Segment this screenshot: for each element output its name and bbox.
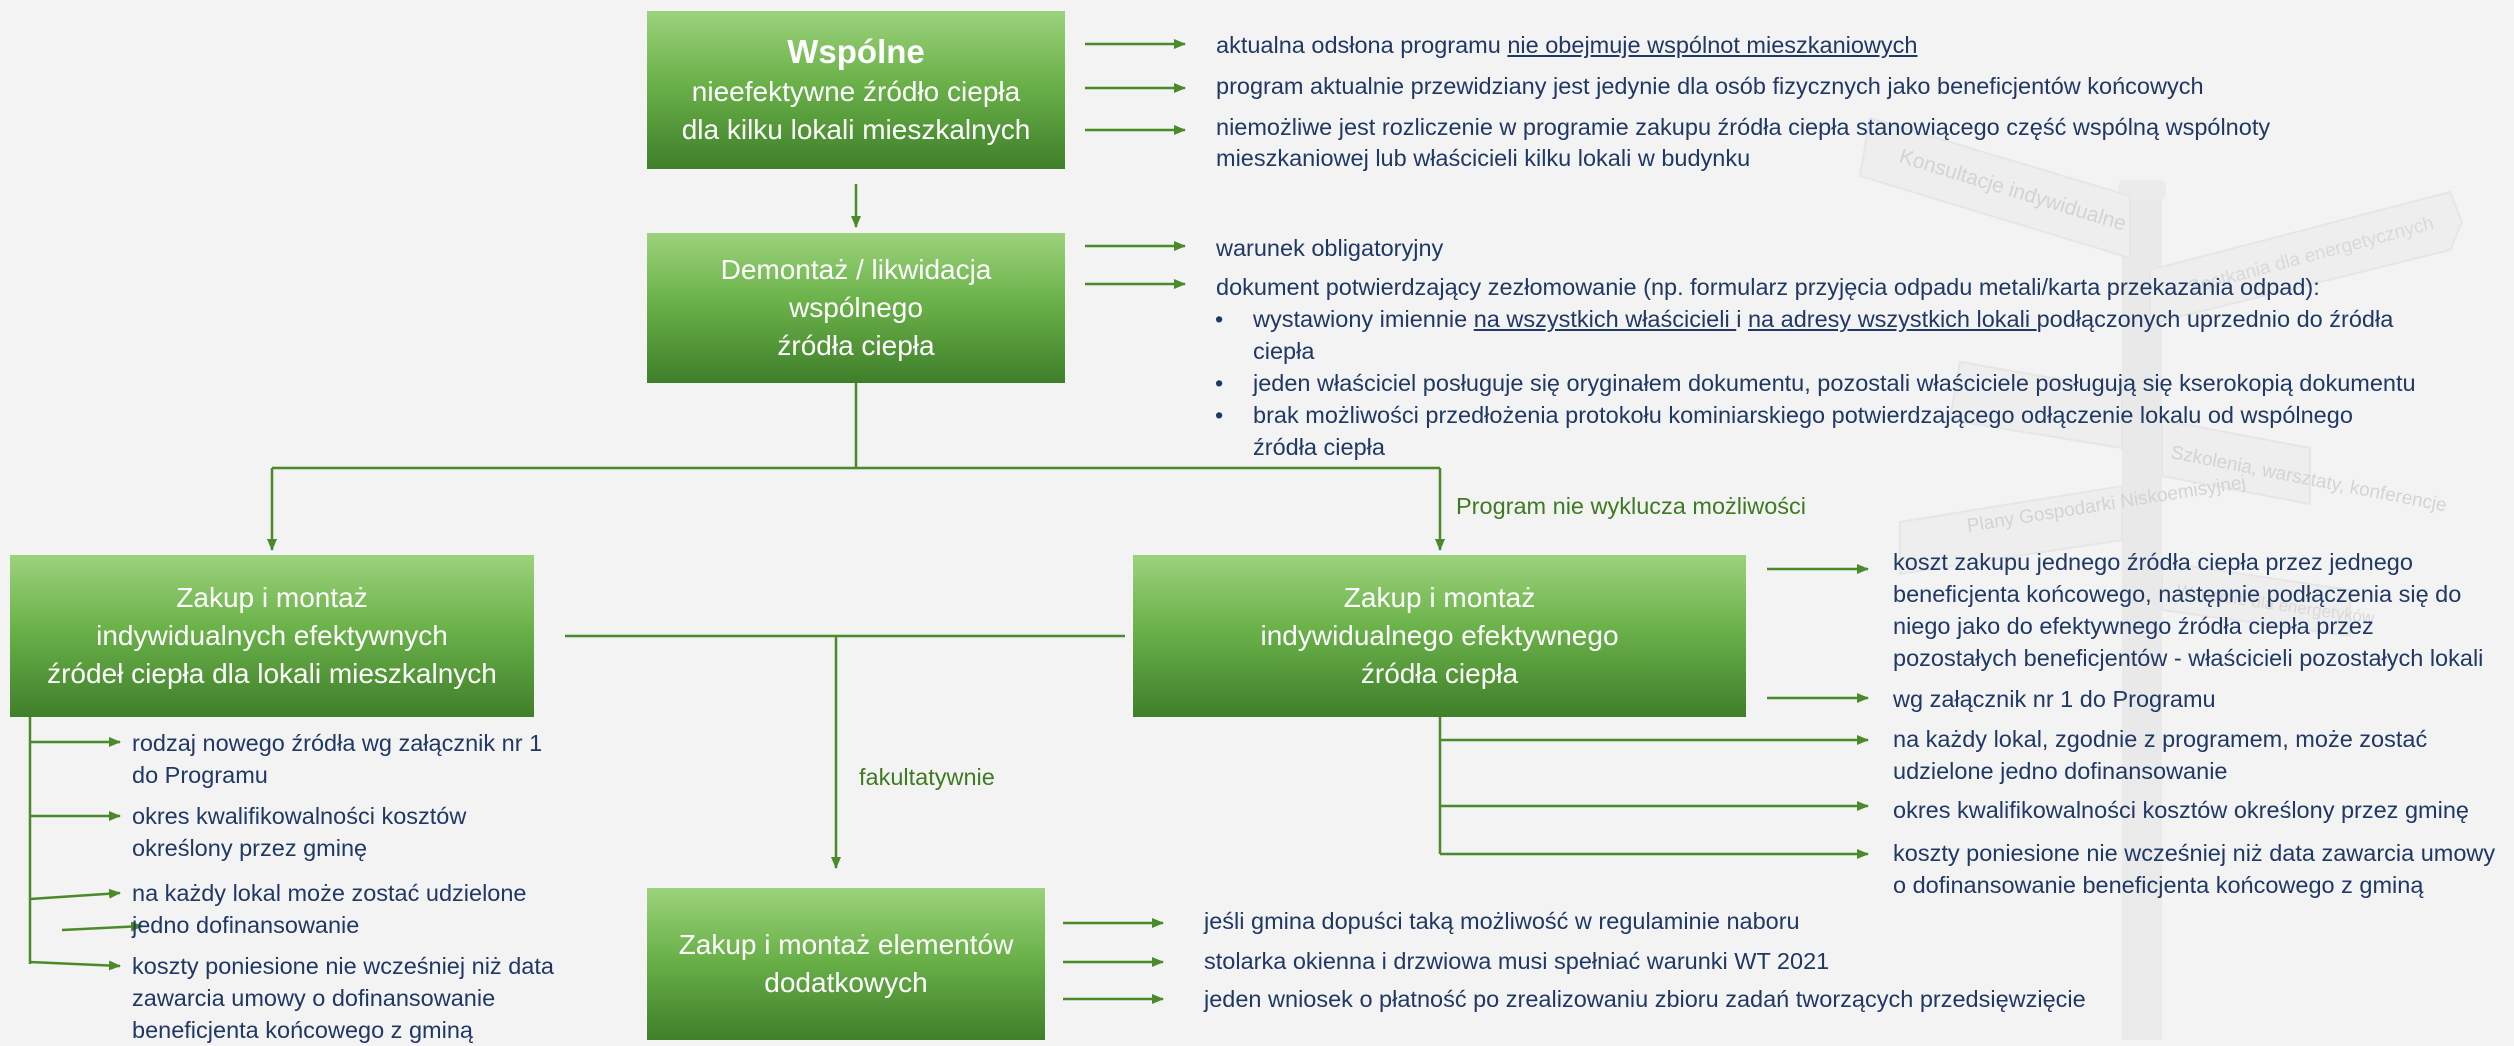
- note-wspolne-1-underlined: nie obejmuje wspólnot mieszkaniowych: [1507, 32, 1918, 58]
- note-bottom-1: jeśli gmina dopuści taką możliwość w reg…: [1204, 908, 1800, 934]
- box-right-line2: indywidualnego efektywnego: [1260, 620, 1619, 651]
- bullet-1-text-b: i: [1736, 306, 1748, 332]
- box-right-line1: Zakup i montaż: [1343, 582, 1536, 613]
- box-bottom-line1: Zakup i montaż elementów: [678, 929, 1014, 960]
- box-right-individual: Zakup i montaż indywidualnego efektywneg…: [1133, 555, 1746, 717]
- box-wspolne: Wspólne nieefektywne źródło ciepła dla k…: [647, 11, 1065, 169]
- note-right-2: wg załącznik nr 1 do Programu: [1893, 686, 2216, 712]
- bullet-dot: •: [1215, 306, 1224, 332]
- bullet-1-text-d: ciepła: [1253, 338, 1315, 364]
- box-demontaz: Demontaż / likwidacja wspólnego źródła c…: [647, 233, 1065, 383]
- note-left-4-line2: zawarcia umowy o dofinansowanie: [132, 985, 496, 1011]
- note-demontaz-2: dokument potwierdzający zezłomowanie (np…: [1216, 274, 2320, 300]
- sign-board-5: [1899, 484, 2123, 576]
- box-right-line3: źródła ciepła: [1360, 658, 1519, 689]
- note-right-3: na każdy lokal, zgodnie z programem, moż…: [1893, 723, 2427, 787]
- box-wspolne-line2: dla kilku lokali mieszkalnych: [681, 114, 1031, 145]
- note-right-3-line2: udzielone jedno dofinansowanie: [1893, 758, 2228, 784]
- note-wspolne-1-text: aktualna odsłona programu: [1216, 32, 1508, 58]
- note-right-5-line1: koszty poniesione nie wcześniej niż data…: [1893, 840, 2496, 866]
- arrow-left-n3b: [61, 921, 143, 932]
- bullet-dot: •: [1215, 370, 1224, 396]
- bullet-demontaz-2: • jeden właściciel posługuje się orygina…: [1215, 367, 2493, 399]
- bullet-1-text-c: podłączonych uprzednio do źródła: [2036, 306, 2394, 332]
- bullet-demontaz-1: • wystawiony imiennie na wszystkich właś…: [1215, 303, 2493, 367]
- note-left-4-line1: koszty poniesione nie wcześniej niż data: [132, 953, 554, 979]
- note-bottom-3: jeden wniosek o płatność po zrealizowani…: [1204, 986, 2086, 1012]
- note-bottom-2: stolarka okienna i drzwiowa musi spełnia…: [1204, 948, 1830, 974]
- note-right-1-line4: pozostałych beneficjentów - właścicieli …: [1893, 645, 2484, 671]
- bullet-3-text-a: brak możliwości przedłożenia protokołu k…: [1253, 402, 2353, 428]
- note-right-1: koszt zakupu jednego źródła ciepła przez…: [1893, 546, 2483, 674]
- box-left-line1: Zakup i montaż: [176, 582, 368, 613]
- bullet-1-text-a: wystawiony imiennie: [1253, 306, 1474, 332]
- bullet-1-underlined-2: na adresy wszystkich lokali: [1747, 306, 2037, 332]
- bullet-demontaz-3: • brak możliwości przedłożenia protokołu…: [1215, 399, 2493, 463]
- note-left-4: koszty poniesione nie wcześniej niż data…: [132, 950, 554, 1046]
- box-demontaz-line2: wspólnego: [789, 292, 923, 323]
- note-wspolne-3a: niemożliwe jest rozliczenie w programie …: [1216, 114, 2271, 140]
- note-right-1-line1: koszt zakupu jednego źródła ciepła przez…: [1893, 549, 2413, 575]
- label-fakultatywnie: fakultatywnie: [859, 764, 995, 790]
- note-left-1: rodzaj nowego źródła wg załącznik nr 1 d…: [132, 727, 542, 791]
- arrow-left-n4: [29, 960, 121, 971]
- box-bottom-line2: dodatkowych: [764, 967, 928, 998]
- note-left-1-line1: rodzaj nowego źródła wg załącznik nr 1: [132, 730, 543, 756]
- note-right-5-line2: o dofinansowanie beneficjenta końcowego …: [1893, 872, 2424, 898]
- note-right-1-line2: beneficjenta końcowego, następnie podłąc…: [1893, 581, 2462, 607]
- note-wspolne-2: program aktualnie przewidziany jest jedy…: [1216, 73, 2204, 99]
- note-left-1-line2: do Programu: [132, 762, 268, 788]
- note-left-3-line2: jedno dofinansowanie: [132, 912, 360, 938]
- note-wspolne-1: aktualna odsłona programu nie obejmuje w…: [1216, 29, 1918, 61]
- note-right-3-line1: na każdy lokal, zgodnie z programem, moż…: [1893, 726, 2428, 752]
- sign-board-4: [2161, 418, 2311, 506]
- bullet-1-underlined-1: na wszystkich właścicieli: [1473, 306, 1737, 332]
- box-left-individual: Zakup i montaż indywidualnych efektywnyc…: [10, 555, 534, 717]
- note-right-4: okres kwalifikowalności kosztów określon…: [1893, 797, 2469, 823]
- label-program-nie-wyklucza: Program nie wyklucza możliwości: [1456, 493, 1806, 519]
- note-right-1-line3: niego jako do efektywnego źródła ciepła …: [1893, 613, 2374, 639]
- box-wspolne-title: Wspólne: [787, 33, 925, 70]
- box-bottom-additional: Zakup i montaż elementów dodatkowych: [647, 888, 1045, 1040]
- box-wspolne-line1: nieefektywne źródło ciepła: [691, 76, 1021, 107]
- note-right-5: koszty poniesione nie wcześniej niż data…: [1893, 837, 2495, 901]
- note-left-2-line1: okres kwalifikowalności kosztów: [132, 803, 467, 829]
- bullet-dot: •: [1215, 402, 1224, 428]
- bullet-2-text: jeden właściciel posługuje się oryginałe…: [1253, 370, 2416, 396]
- sign-board-1: [1858, 116, 2131, 260]
- sign-board-3: [1948, 360, 2123, 450]
- sign-board-6: [2161, 560, 2351, 638]
- box-demontaz-line1: Demontaż / likwidacja: [720, 254, 992, 285]
- arrow-left-n3: [29, 888, 121, 901]
- note-wspolne-3b: mieszkaniowej lub właścicieli kilku loka…: [1216, 145, 1751, 171]
- note-left-3-line1: na każdy lokal może zostać udzielone: [132, 880, 527, 906]
- sign-board-2: [2149, 190, 2464, 326]
- box-demontaz-line3: źródła ciepła: [777, 330, 935, 361]
- note-left-3: na każdy lokal może zostać udzielone jed…: [132, 877, 527, 941]
- note-demontaz-1: warunek obligatoryjny: [1216, 235, 1444, 261]
- note-left-4-line3: beneficjenta końcowego z gminą: [132, 1017, 473, 1043]
- note-left-2-line2: określony przez gminę: [132, 835, 368, 861]
- bullet-3-text-b: źródła ciepła: [1253, 434, 1385, 460]
- box-left-line3: źródeł ciepła dla lokali mieszkalnych: [47, 658, 497, 689]
- box-left-line2: indywidualnych efektywnych: [96, 620, 448, 651]
- note-left-2: okres kwalifikowalności kosztów określon…: [132, 800, 466, 864]
